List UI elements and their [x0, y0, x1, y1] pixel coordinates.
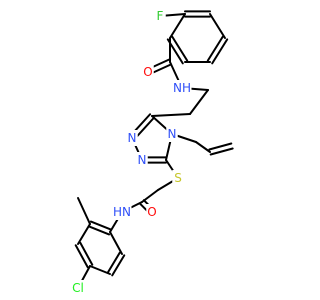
atom-label-n3: N — [138, 153, 147, 167]
bond-b2-Me — [77, 197, 91, 225]
atom-label-n2: N — [128, 131, 137, 145]
bond-A1-A2 — [195, 141, 211, 153]
atom-label-s: S — [174, 171, 182, 185]
atom-label-cl: Cl — [72, 281, 84, 295]
bond-b2-b3 — [77, 223, 91, 245]
atom-label-bg-n5 — [112, 204, 132, 220]
atom-label-n5: HN — [113, 205, 131, 219]
atom-label-f: F — [157, 9, 164, 23]
bond-b3-b4-b — [79, 241, 94, 266]
bond-b3-b4-a — [74, 244, 89, 269]
bond-b4-b5 — [89, 265, 111, 275]
bond-a3-a4 — [209, 13, 226, 39]
bonds-layer — [74, 10, 234, 289]
atom-label-n4: N — [168, 127, 177, 141]
atom-label-o1: O — [143, 65, 152, 79]
atom-label-bg-o1 — [142, 64, 154, 80]
bond-a4-a5-b — [211, 38, 229, 65]
atom-label-bg-f — [154, 8, 166, 24]
bond-b1-b2-a — [89, 220, 112, 231]
atom-label-bg-n3 — [136, 152, 148, 168]
bond-C9-T3 — [151, 113, 191, 117]
atom-label-bg-n1 — [172, 80, 192, 96]
bond-a4-a5-a — [206, 35, 224, 62]
bond-b5-b6-a — [111, 254, 126, 277]
bond-C8-C9 — [189, 89, 209, 115]
bond-b6-b1 — [109, 231, 123, 255]
atom-label-bg-n4 — [166, 126, 178, 142]
atom-label-bg-s — [172, 170, 184, 186]
bond-b1-b2-b — [88, 225, 111, 236]
bond-A2-A3-b — [208, 142, 233, 151]
atom-label-bg-o2 — [146, 204, 158, 220]
atom-label-n1: NH — [173, 81, 191, 95]
atom-label-bg-cl — [68, 280, 88, 296]
bond-a1-a2 — [169, 13, 186, 39]
bond-b5-b6-b — [106, 251, 121, 274]
atom-label-bg-n2 — [126, 130, 138, 146]
atom-label-o2: O — [147, 205, 156, 219]
bond-A2-A3-a — [209, 147, 234, 156]
bond-a6-a1-a — [171, 35, 189, 62]
